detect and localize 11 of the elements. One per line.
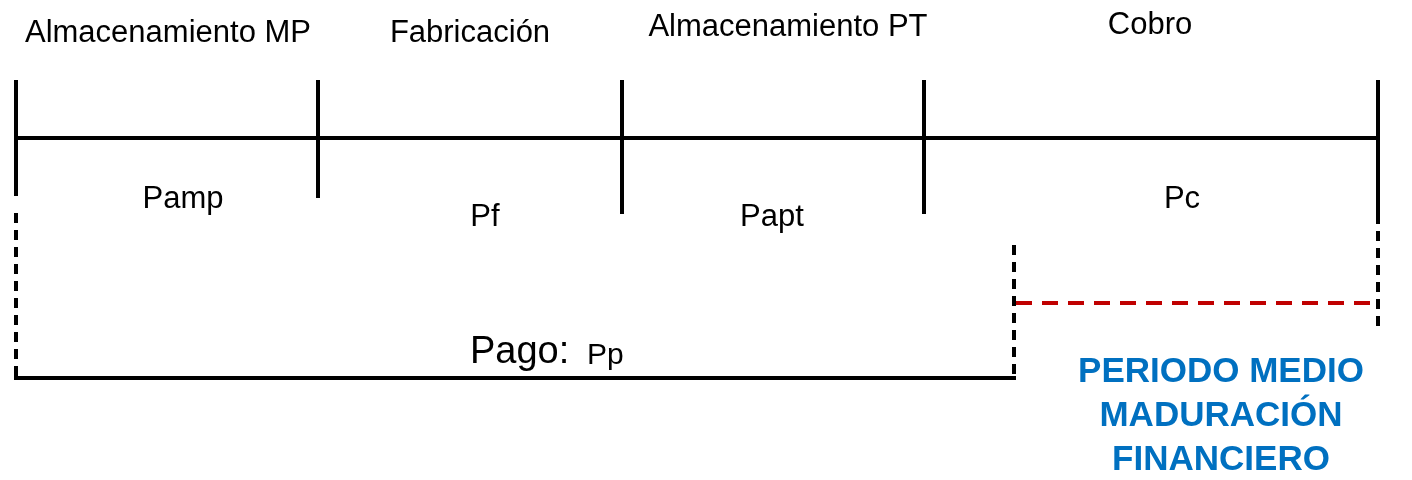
stage-label: Cobro (1106, 6, 1194, 42)
period-label: Pamp (141, 180, 225, 216)
stage-label: Almacenamiento PT (647, 8, 929, 44)
period-label: Pc (1162, 180, 1202, 216)
period-title: PERIODO MEDIO MADURACIÓN FINANCIERO (1077, 349, 1365, 479)
period-label: Pf (469, 198, 501, 234)
stage-label: Almacenamiento MP (24, 14, 312, 50)
period-label: Papt (739, 198, 805, 234)
stage-label: Fabricación (388, 14, 552, 50)
period-label: Pp (587, 336, 625, 372)
period-label: Pago: (470, 328, 571, 372)
